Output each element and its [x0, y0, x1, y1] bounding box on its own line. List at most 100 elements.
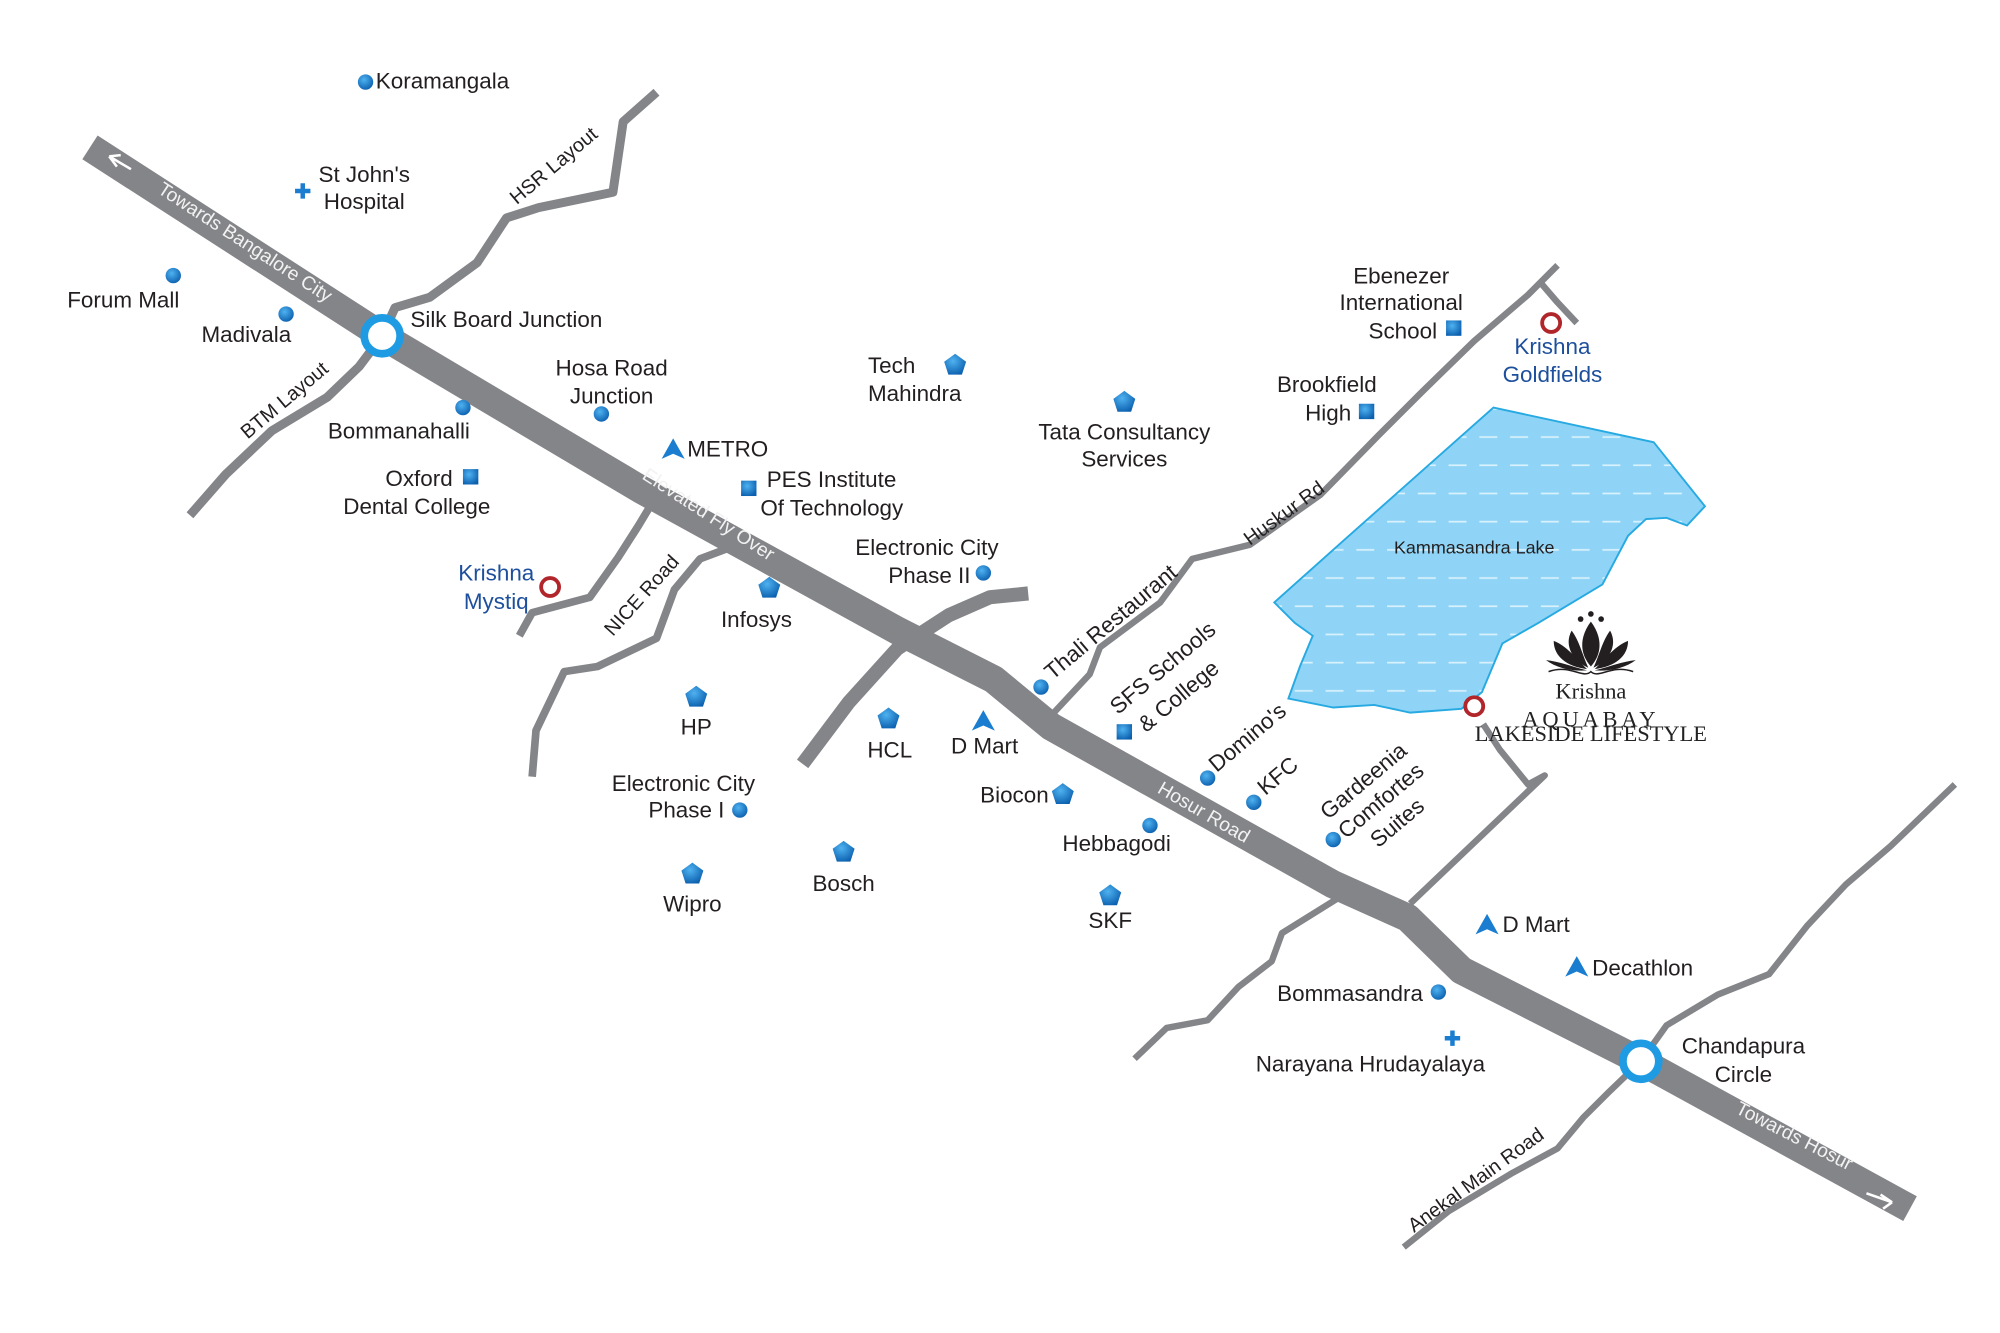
place-label-line: Infosys: [721, 607, 792, 632]
place-label-line: Goldfields: [1503, 362, 1603, 387]
place-label-line: PES Institute: [767, 467, 897, 492]
aquabay-access-road: [1407, 722, 1548, 906]
place-d-mart[interactable]: D Mart: [1475, 912, 1571, 937]
dot-icon: [165, 267, 181, 284]
place-label: Biocon: [980, 782, 1049, 807]
place-label: Bommanahalli: [328, 418, 470, 443]
lotus-icon: [1546, 611, 1636, 671]
place-skf[interactable]: SKF: [1088, 884, 1132, 933]
place-metro[interactable]: METRO: [661, 436, 769, 461]
logo-name: AQUABAY: [1522, 707, 1659, 732]
place-label-line: Narayana Hrudayalaya: [1256, 1052, 1486, 1077]
place-label-line: Madivala: [201, 322, 291, 347]
place-label-line: School: [1369, 318, 1438, 343]
place-label: HCL: [867, 738, 912, 763]
place-madivala[interactable]: Madivala: [201, 306, 294, 347]
place-wipro[interactable]: Wipro: [663, 862, 722, 917]
junction-ring-icon: [360, 314, 404, 358]
place-label-line: KFC: [1252, 752, 1302, 800]
place-label: Decathlon: [1592, 955, 1693, 980]
place-infosys[interactable]: Infosys: [721, 576, 792, 632]
place-label: Infosys: [721, 607, 792, 632]
highway-road: [82, 135, 1917, 1222]
logo-tagline: LAKESIDE LIFESTYLE: [1475, 721, 1707, 746]
place-label: Silk Board Junction: [410, 307, 602, 332]
place-label-line: Krishna: [458, 561, 535, 586]
place-forum-mall[interactable]: Forum Mall: [67, 267, 181, 313]
place-label-line: St John's: [318, 162, 410, 187]
place-label-line: Electronic City: [855, 535, 999, 560]
place-sfs-schools-college[interactable]: SFS Schools& College: [1105, 617, 1241, 744]
huskur-road: [1051, 263, 1560, 715]
place-kfc[interactable]: KFC: [1246, 752, 1303, 811]
anekal-main-road: [1401, 1058, 1644, 1250]
place-label-line: Services: [1081, 447, 1167, 472]
place-hcl[interactable]: HCL: [867, 707, 912, 763]
place-label: KFC: [1252, 752, 1302, 800]
place-label-line: Phase I: [648, 798, 724, 823]
lake-shape: [1272, 406, 1707, 714]
place-bommasandra[interactable]: Bommasandra: [1277, 981, 1447, 1006]
place-label-line: Bommasandra: [1277, 981, 1423, 1006]
hsr-layout-road: [378, 88, 660, 338]
place-label: Bosch: [812, 871, 874, 896]
company-pentagon-icon: [877, 707, 900, 729]
school-square-icon: [1446, 320, 1462, 336]
place-decathlon[interactable]: Decathlon: [1565, 955, 1693, 980]
place-bosch[interactable]: Bosch: [812, 840, 875, 896]
company-pentagon-icon: [832, 840, 855, 862]
hospital-cross-icon: [295, 183, 311, 199]
company-pentagon-icon: [1051, 783, 1074, 805]
place-label-line: HCL: [867, 738, 912, 763]
company-pentagon-icon: [758, 576, 781, 598]
place-label-line: Biocon: [980, 782, 1049, 807]
place-label-line: Hebbagodi: [1062, 831, 1170, 856]
place-koramangala[interactable]: Koramangala: [357, 68, 510, 93]
project-ring-icon: [1463, 695, 1486, 718]
shopping-arrow-icon: [1475, 913, 1499, 935]
place-label-line: Hospital: [324, 189, 405, 214]
school-square-icon: [741, 480, 757, 497]
shopping-arrow-icon: [971, 710, 995, 731]
dot-icon: [278, 306, 294, 322]
company-pentagon-icon: [685, 685, 708, 707]
place-d-mart[interactable]: D Mart: [951, 710, 1019, 759]
dot-icon: [357, 74, 374, 90]
lake-label: Kammasandra Lake: [1394, 538, 1555, 558]
dot-icon: [1325, 831, 1341, 848]
road-label-anekal-main-road: Anekal Main Road: [1404, 1124, 1548, 1237]
place-hp[interactable]: HP: [681, 685, 712, 740]
place-label: Hebbagodi: [1062, 831, 1170, 856]
company-pentagon-icon: [681, 862, 704, 884]
place-label: Koramangala: [376, 68, 510, 93]
place-silk-board-junction[interactable]: Silk Board Junction: [360, 307, 602, 358]
place-label-line: Circle: [1715, 1062, 1772, 1087]
place-narayana-hrudayalaya[interactable]: Narayana Hrudayalaya: [1256, 1030, 1486, 1077]
school-square-icon: [462, 469, 479, 485]
place-label-line: Ebenezer: [1353, 263, 1450, 288]
nice-road: [528, 539, 743, 778]
place-bommanahalli[interactable]: Bommanahalli: [328, 399, 471, 443]
place-label-line: Tata Consultancy: [1038, 420, 1211, 445]
place-biocon[interactable]: Biocon: [980, 782, 1074, 807]
place-hebbagodi[interactable]: Hebbagodi: [1062, 817, 1171, 856]
